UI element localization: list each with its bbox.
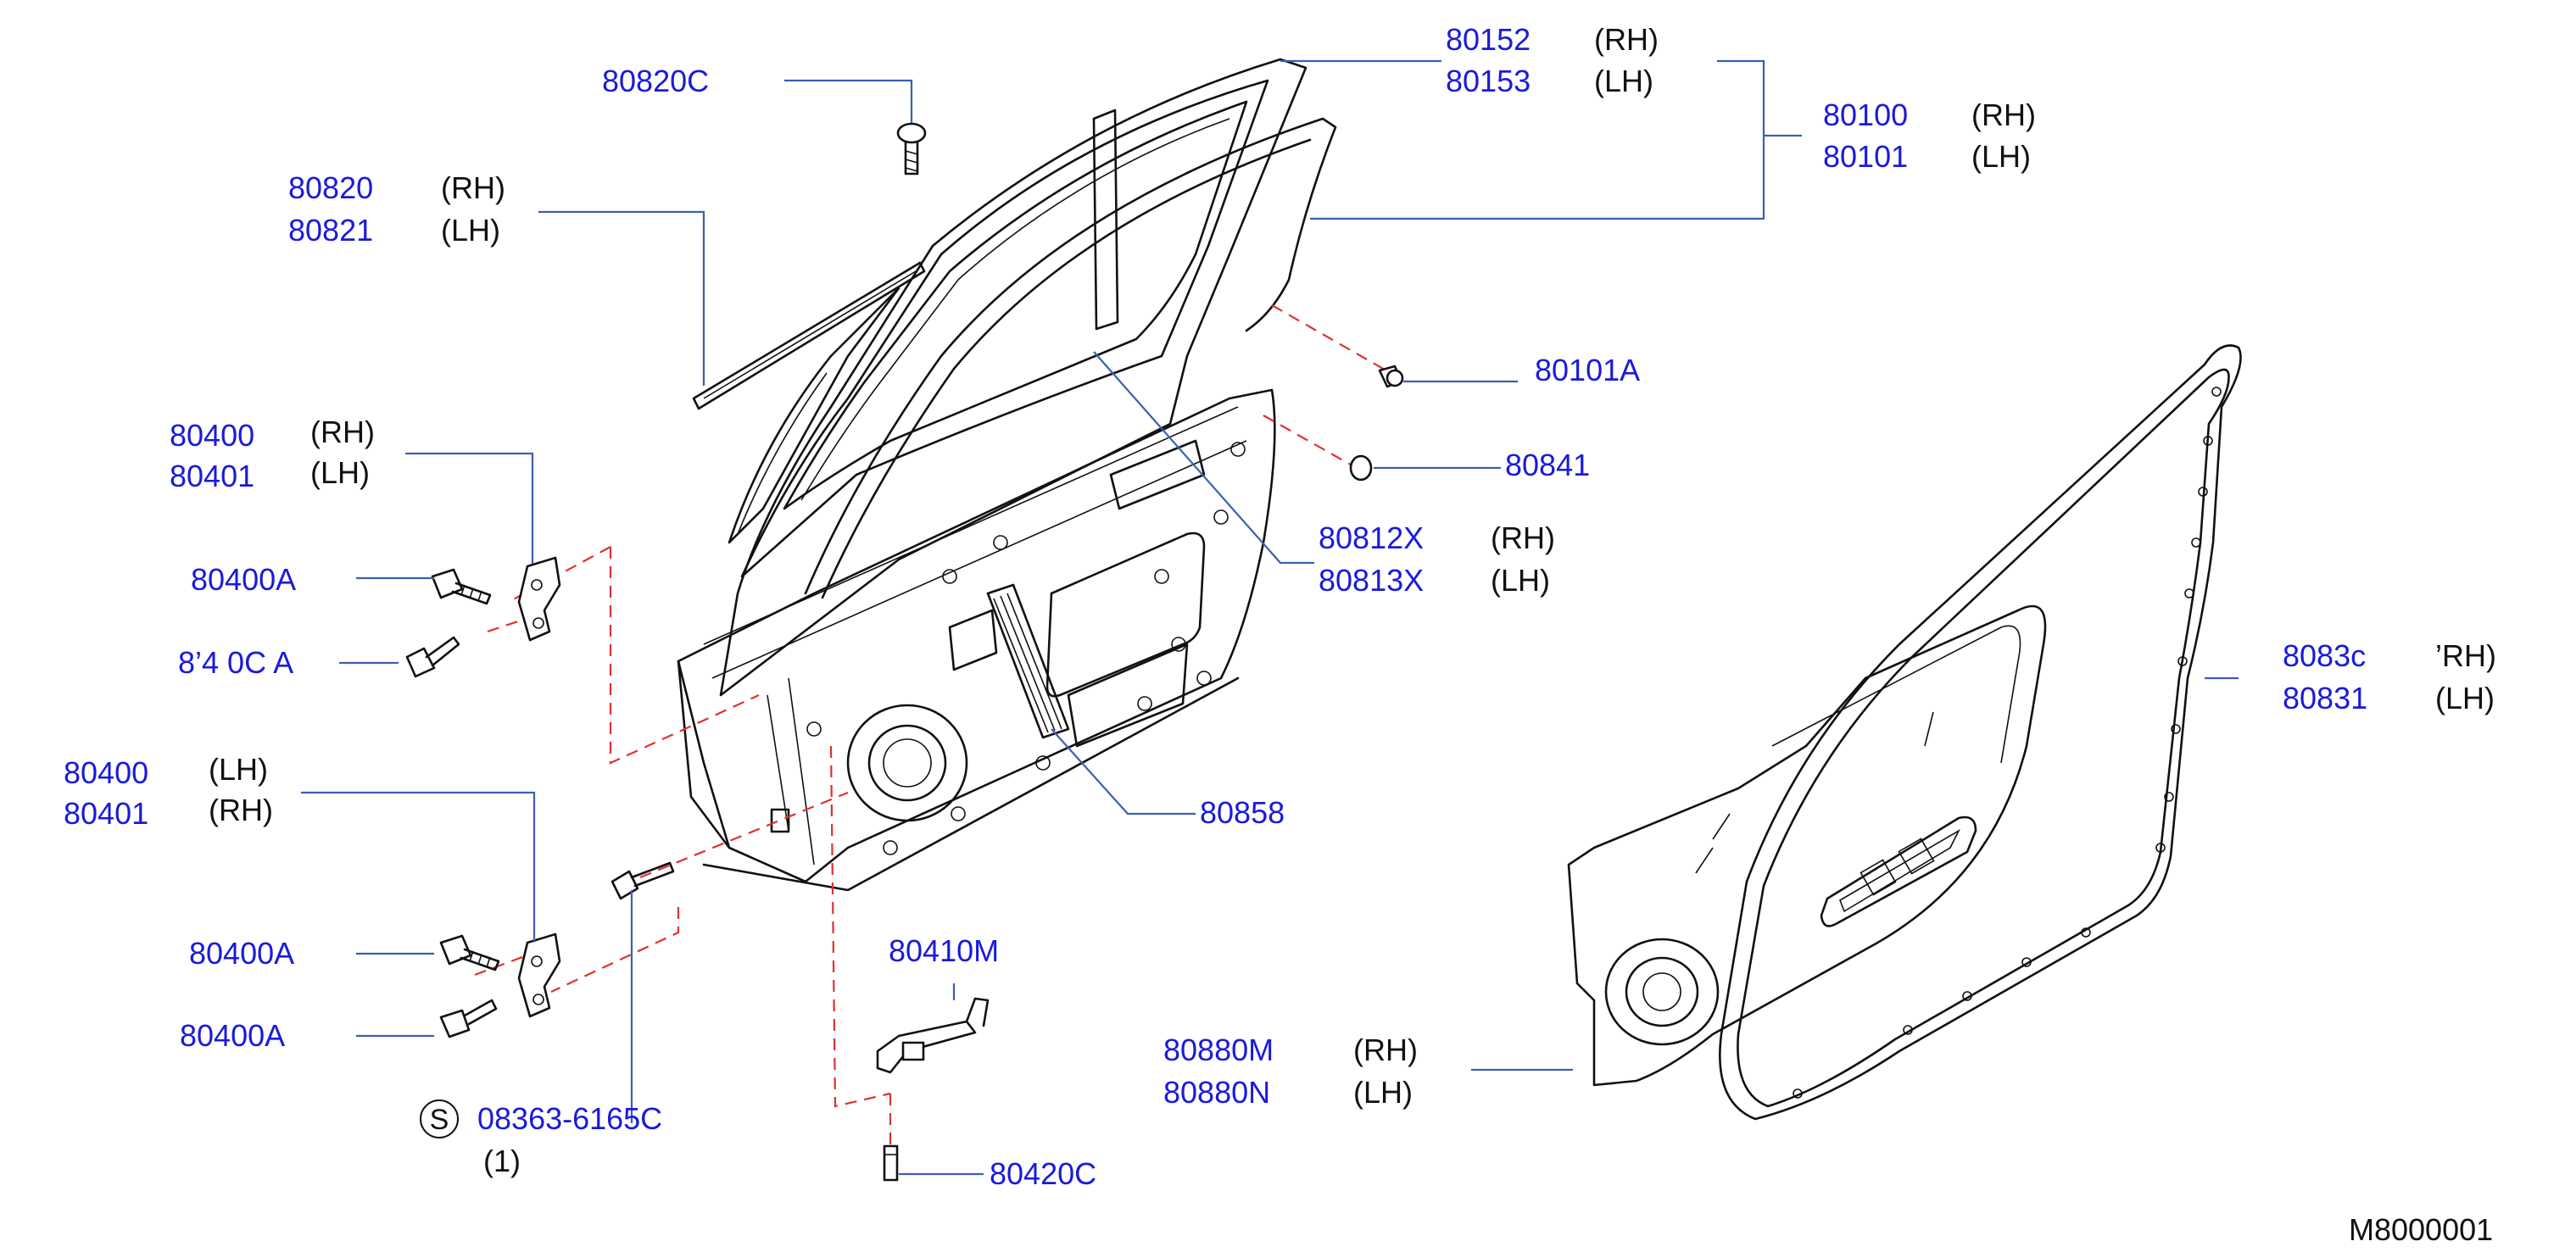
side-80812X: (RH) xyxy=(1491,520,1555,555)
door-check-80410M xyxy=(876,997,990,1074)
quantity-08363-6165C: (1) xyxy=(483,1144,521,1178)
label-08363-6165C: 08363-6165C xyxy=(477,1101,662,1136)
label-80100: 80100 xyxy=(1823,97,1908,132)
side-80831: (LH) xyxy=(2435,681,2495,715)
standard-part-symbol: S xyxy=(420,1099,459,1138)
label-80101A: 80101A xyxy=(1535,353,1640,387)
diagram-code: M8000001 xyxy=(2349,1212,2493,1247)
label-80400A-4: 80400A xyxy=(180,1018,285,1053)
front-door-shell xyxy=(677,58,1337,892)
callout-labels: 80152 (RH) 80153 (LH) 80820C 80100 (RH) … xyxy=(64,22,2496,1247)
outer-weatherstrip-80820 xyxy=(692,261,926,410)
side-80821: (LH) xyxy=(441,213,500,248)
side-80880N: (LH) xyxy=(1353,1075,1413,1110)
screw-80820C xyxy=(896,122,927,175)
label-80420C: 80420C xyxy=(990,1156,1096,1191)
grommet-80841 xyxy=(1349,454,1373,481)
side-80820: (RH) xyxy=(441,170,505,205)
side-80153: (LH) xyxy=(1594,64,1653,98)
weatherstrip-clips xyxy=(1793,387,2222,1099)
label-80821: 80821 xyxy=(288,213,373,248)
standard-part-letter: S xyxy=(430,1104,449,1136)
side-80401-upper: (LH) xyxy=(310,455,370,490)
lower-hinge xyxy=(439,932,561,1038)
side-80100: (RH) xyxy=(1971,97,2036,132)
side-80101: (LH) xyxy=(1971,139,2031,174)
label-80401-lower: 80401 xyxy=(64,796,148,831)
label-80820C: 80820C xyxy=(602,64,709,98)
side-80400-upper: (RH) xyxy=(310,415,375,449)
label-80400A-3: 80400A xyxy=(189,936,294,971)
label-80400A-2: 8’4 0C A xyxy=(178,645,293,680)
label-80880N: 80880N xyxy=(1163,1075,1270,1110)
label-80831: 80831 xyxy=(2283,681,2367,715)
label-80880M: 80880M xyxy=(1163,1033,1274,1067)
label-80400-lower: 80400 xyxy=(64,755,148,790)
pin-80420C xyxy=(883,1144,899,1182)
upper-hinge xyxy=(405,556,561,678)
label-80152: 80152 xyxy=(1446,22,1531,57)
panel-holes xyxy=(806,442,1246,855)
side-80830: ’RH) xyxy=(2435,638,2496,673)
label-80153: 80153 xyxy=(1446,64,1531,98)
label-80400A-1: 80400A xyxy=(191,562,296,597)
side-80401-lower: (RH) xyxy=(209,793,273,827)
label-80841: 80841 xyxy=(1505,448,1590,482)
side-80400-lower: (LH) xyxy=(209,752,268,787)
label-80401-upper: 80401 xyxy=(170,459,254,493)
door-trim-panel xyxy=(1567,604,2047,1087)
label-80101: 80101 xyxy=(1823,139,1908,174)
label-80820: 80820 xyxy=(288,170,373,205)
side-80880M: (RH) xyxy=(1353,1033,1418,1067)
label-80410M: 80410M xyxy=(889,933,999,968)
label-80813X: 80813X xyxy=(1319,563,1424,598)
door-weatherstrip-80830 xyxy=(1719,344,2242,1121)
clip-80101A xyxy=(1378,365,1404,388)
side-80813X: (LH) xyxy=(1491,563,1550,598)
label-80858: 80858 xyxy=(1200,795,1285,830)
side-80152: (RH) xyxy=(1594,22,1659,57)
leader-lines xyxy=(301,59,2239,1176)
label-80812X: 80812X xyxy=(1319,520,1424,555)
label-80400-upper: 80400 xyxy=(170,418,254,453)
label-80830: 8083с xyxy=(2283,638,2366,673)
